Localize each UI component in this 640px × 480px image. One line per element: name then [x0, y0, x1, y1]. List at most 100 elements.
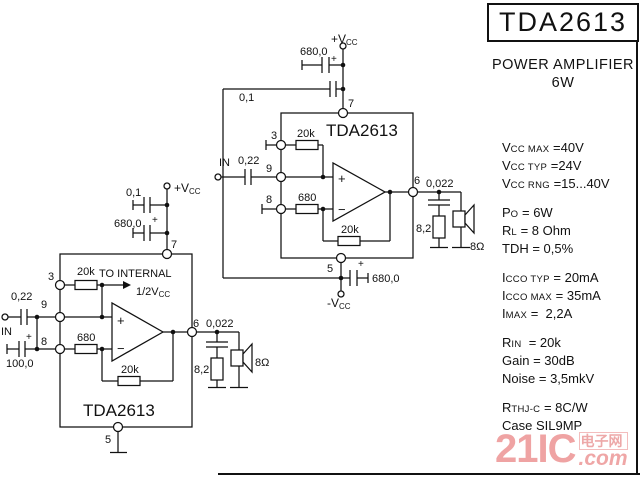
- pin-number: 7: [348, 98, 354, 110]
- polarity-plus: +: [331, 54, 337, 65]
- note-internal: TO INTERNAL: [99, 268, 172, 280]
- chip-name: TDA2613: [83, 401, 155, 420]
- pin-9: [275, 171, 287, 183]
- resistor-value: 20k: [121, 364, 139, 376]
- pin8-ground-stub: [261, 204, 276, 214]
- spec-row: RL = 8 Ohm: [502, 223, 571, 238]
- feedback-resistor: [101, 329, 176, 387]
- opamp-plus: +: [338, 171, 346, 186]
- spec-row: RTHJ-C = 8C/W: [502, 400, 588, 415]
- spec-row: IMAX = 2,2A: [502, 306, 573, 321]
- cap-value: 0,22: [11, 291, 32, 303]
- pin-7: [337, 107, 349, 119]
- pin-number: 8: [41, 336, 47, 348]
- cap-value: 0,022: [206, 318, 234, 330]
- spec-row: Gain = 30dB: [502, 353, 575, 368]
- bias-resistor: [65, 279, 131, 320]
- pin-number: 6: [193, 318, 199, 330]
- load-impedance: 8Ω: [255, 357, 269, 369]
- vcc-label: +VCC: [331, 32, 358, 47]
- pin-number: 6: [414, 175, 420, 187]
- opamp-triangle: [111, 301, 165, 363]
- pin3-ground-stub: [265, 140, 276, 150]
- spec-row: VCC TYP =24V: [502, 158, 582, 173]
- watermark-right: 电子网 .com: [578, 432, 628, 470]
- input-terminal: [214, 173, 222, 181]
- input-ground-capacitor: [6, 341, 55, 357]
- spec-list: VCC MAX =40V VCC TYP =24V VCC RNG =15...…: [502, 139, 638, 435]
- input-terminal: [1, 313, 9, 321]
- pin-6: [407, 186, 419, 198]
- spec-row: VCC MAX =40V: [502, 140, 584, 155]
- polarity-plus: +: [358, 259, 364, 270]
- polarity-plus: +: [152, 215, 158, 226]
- cap-value: 0,1: [126, 187, 141, 199]
- pin-8: [275, 203, 287, 215]
- pin-6: [186, 326, 198, 338]
- pin-number: 5: [105, 434, 111, 446]
- watermark-com: .com: [578, 447, 628, 470]
- part-number-box: TDA2613: [487, 3, 639, 42]
- part-number: TDA2613: [498, 7, 628, 37]
- resistor-value: 8,2: [194, 364, 209, 376]
- page-border-bottom: [218, 472, 640, 475]
- resistor-value: 680: [77, 332, 95, 344]
- spec-row: PO = 6W: [502, 205, 553, 220]
- spec-row: VCC RNG =15...40V: [502, 176, 610, 191]
- note-half-vcc: 1/2VCC: [136, 286, 170, 299]
- ic-outline: [59, 253, 193, 428]
- opamp-triangle: [332, 161, 387, 223]
- vee-label: -VCC: [327, 296, 351, 311]
- pin5-ground: [110, 432, 127, 454]
- vcc-label: +VCC: [174, 181, 201, 196]
- bias-resistor: [286, 139, 326, 180]
- input-coupling-capacitor: [1, 309, 55, 325]
- speaker-icon: [452, 192, 475, 249]
- input-coupling-capacitor: [214, 169, 276, 185]
- pin-number: 3: [48, 271, 54, 283]
- pin-number: 8: [266, 194, 272, 206]
- vee-terminal: [337, 290, 345, 298]
- arrow-icon: [123, 281, 131, 289]
- polarity-plus: +: [26, 332, 32, 343]
- resistor-value: 680: [298, 192, 316, 204]
- feedback-resistor: [322, 189, 393, 247]
- input-label: IN: [219, 157, 230, 169]
- cap-value: 0,22: [238, 155, 259, 167]
- speaker-icon: [230, 332, 253, 389]
- cap-value: 680,0: [372, 273, 400, 285]
- spec-row: Noise = 3,5mkV: [502, 371, 595, 386]
- cap-value: 680,0: [300, 46, 328, 58]
- spec-row: ICCO MAX = 35mA: [502, 288, 601, 303]
- cap-value: 0,022: [426, 178, 454, 190]
- watermark-21ic: 21IC: [495, 427, 576, 471]
- input-label: IN: [1, 326, 12, 338]
- page-border-right: [636, 42, 638, 474]
- cap-value: 680,0: [114, 218, 142, 230]
- pin-3: [54, 279, 66, 291]
- capacitor-supply-film: [132, 197, 170, 213]
- opamp-plus: +: [117, 313, 125, 328]
- resistor-value: 20k: [297, 128, 315, 140]
- spec-row: RIN = 20k: [502, 335, 561, 350]
- vcc-terminal: [163, 182, 171, 190]
- cap-value: 0,1: [239, 92, 254, 104]
- resistor-value: 8,2: [416, 223, 431, 235]
- pin-5: [335, 252, 347, 264]
- spec-row: TDH = 0,5%: [502, 241, 574, 256]
- amp-bottom: +VCC 0,1 680,0 + 7 3 20k TO INTERNAL 1/2…: [1, 181, 269, 454]
- zobel-network: [206, 332, 228, 389]
- pin-number: 3: [271, 130, 277, 142]
- decoupling-capacitor-pin5: [341, 270, 369, 286]
- pin-number: 9: [41, 299, 47, 311]
- spec-row: ICCO TYP = 20mA: [502, 270, 599, 285]
- capacitor-supply-film: [223, 81, 346, 97]
- power-rating: 6W: [551, 75, 575, 91]
- capacitor-supply-electrolytic: [132, 225, 170, 241]
- pin-5: [112, 421, 124, 433]
- gain-resistor: [286, 203, 333, 215]
- amplifier-type: POWER AMPLIFIER: [491, 57, 635, 73]
- spec-row: Case SIL9MP: [502, 418, 583, 433]
- pin-number: 7: [171, 239, 177, 251]
